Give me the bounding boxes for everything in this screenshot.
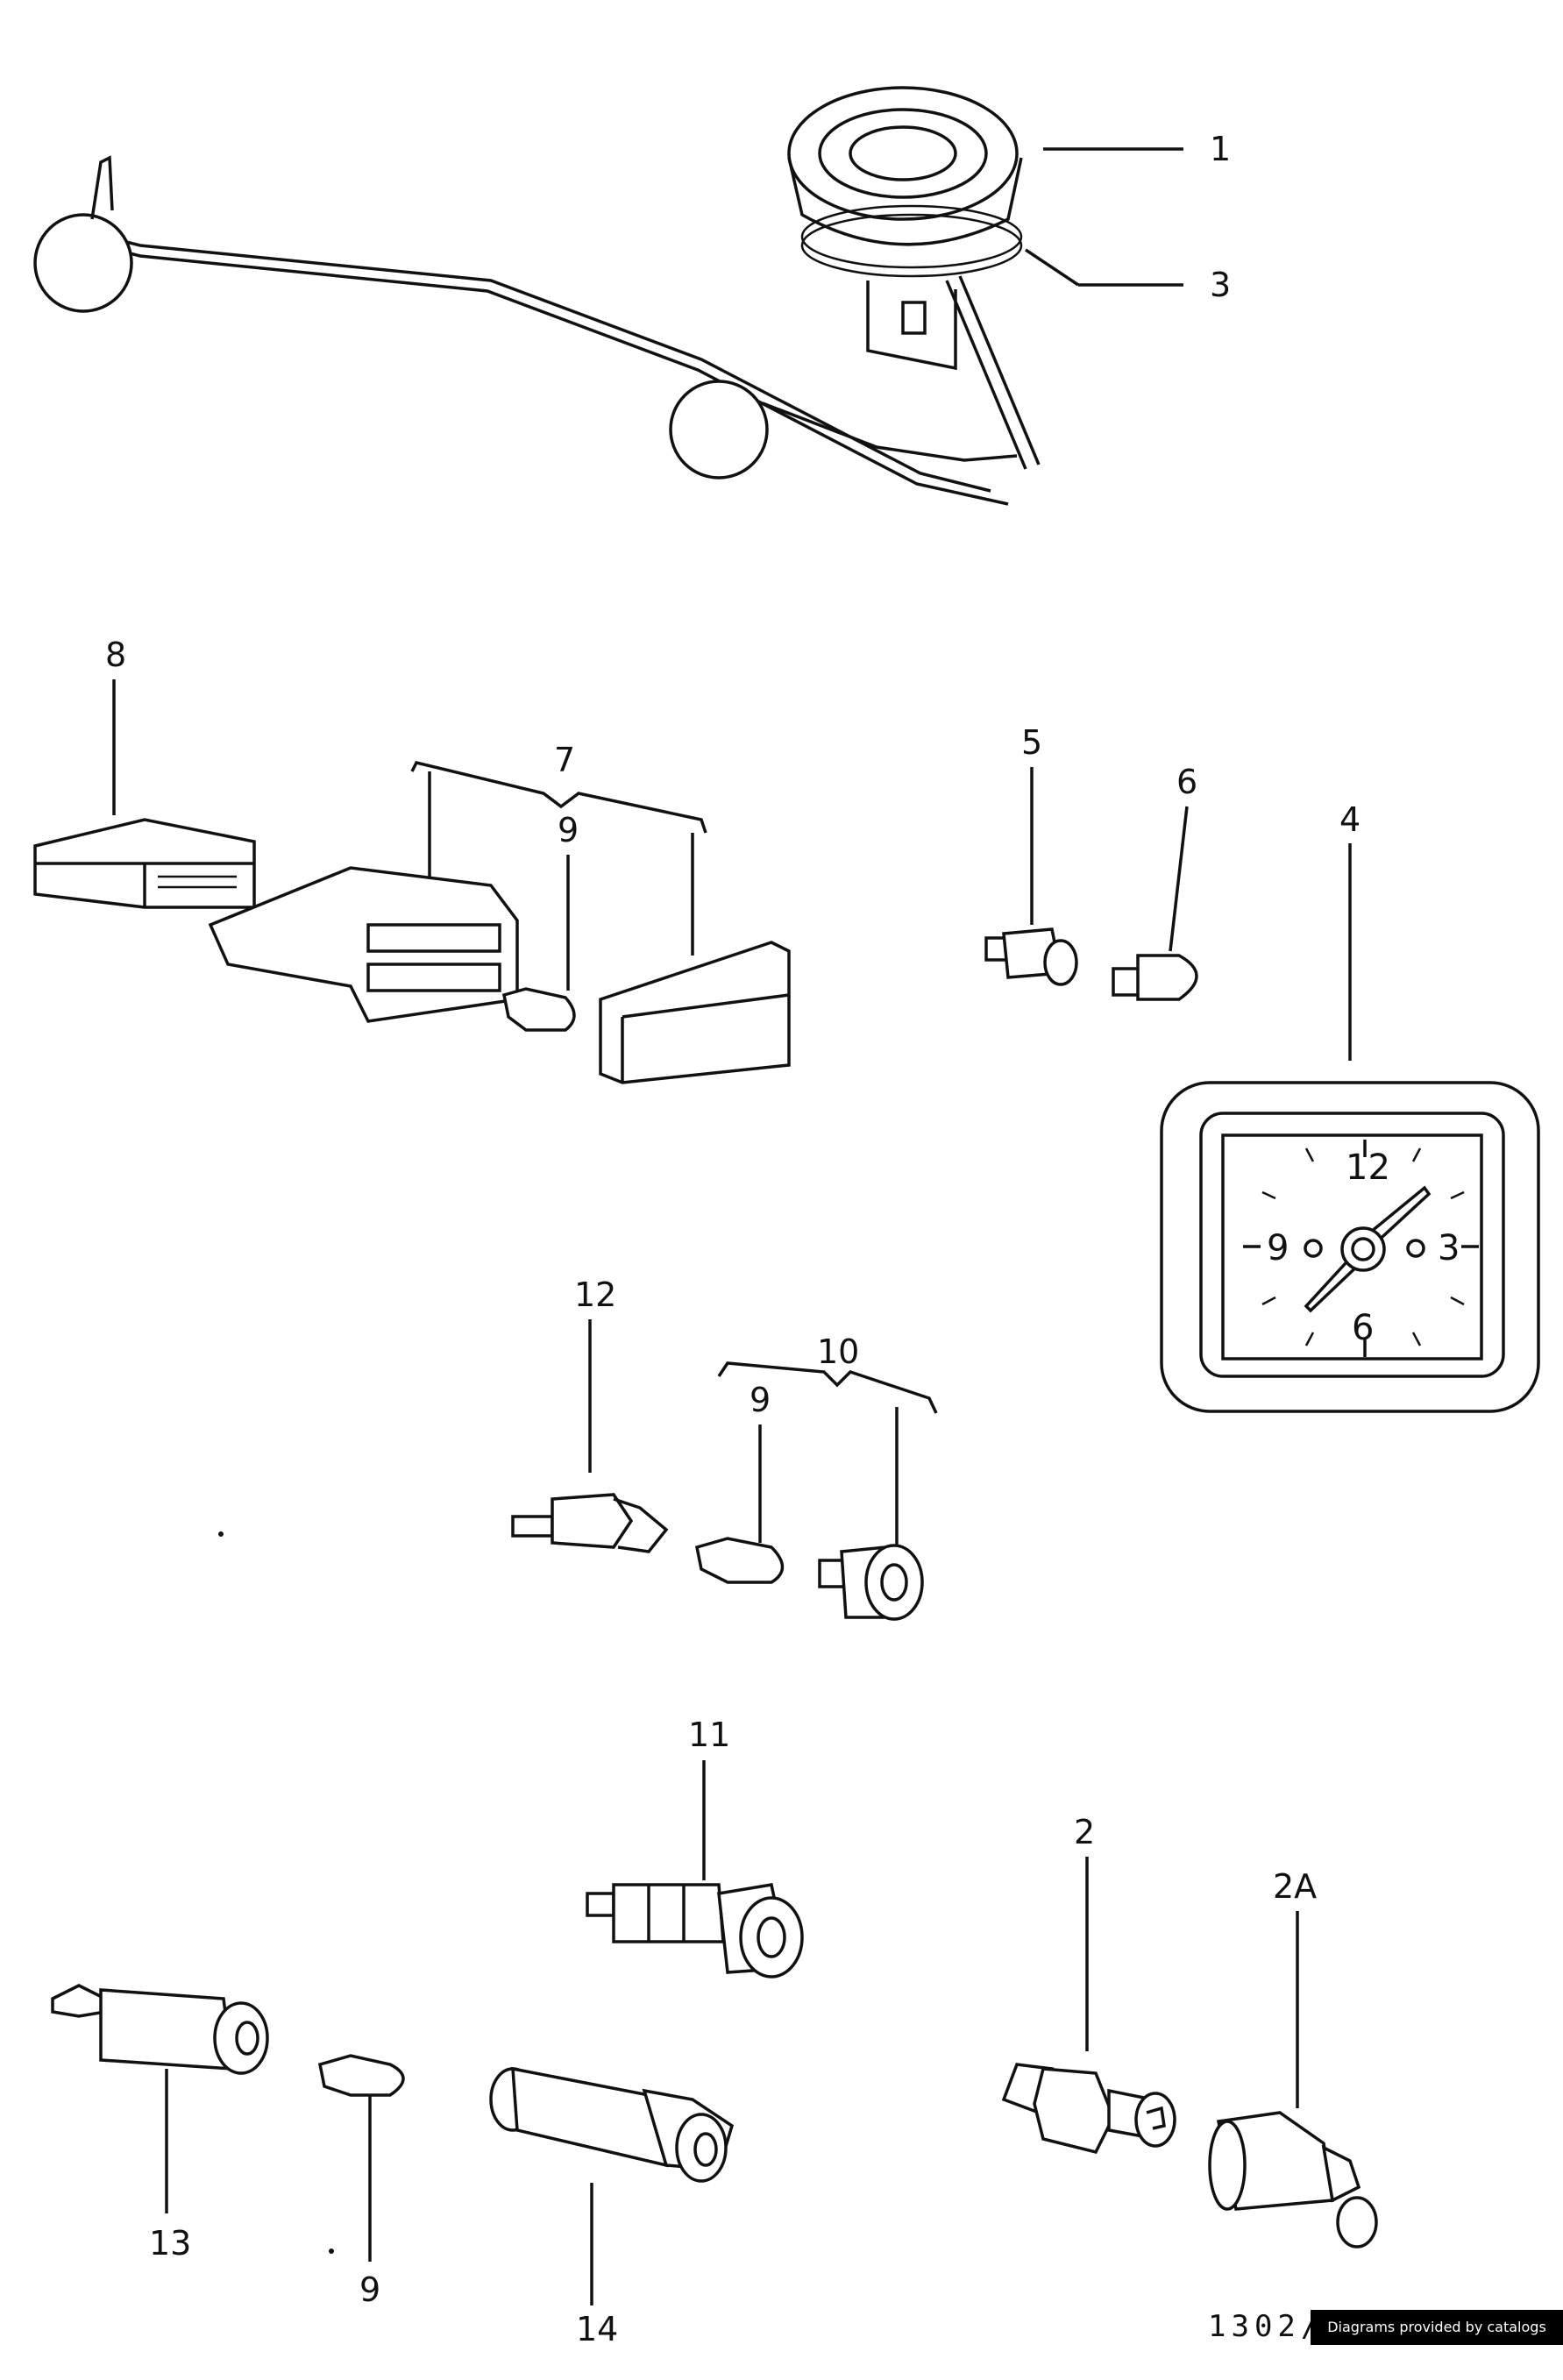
label-6: 6	[1176, 763, 1197, 801]
bulb-holder-13-part	[51, 1984, 269, 2075]
clock-part: 12 3 6 9	[1160, 1081, 1540, 1413]
bulb-holder-5-part	[984, 927, 1078, 986]
label-10: 10	[817, 1332, 859, 1371]
label-9-b: 9	[750, 1381, 771, 1419]
switch-cap-part	[599, 941, 791, 1084]
sheet-number: 1302/	[1208, 2309, 1324, 2344]
terminal-boot-part	[1208, 2111, 1378, 2249]
switch-housing-part	[208, 866, 519, 1023]
label-5: 5	[1021, 723, 1042, 762]
bulb-9-a-part	[501, 987, 576, 1032]
clock-numeral-6: 6	[1352, 1308, 1374, 1348]
bulb-6-part	[1112, 954, 1198, 1001]
bulb-9-c-part	[317, 2054, 405, 2097]
label-9-c: 9	[359, 2270, 380, 2309]
label-11: 11	[688, 1716, 730, 1754]
bulb-9-b-part	[694, 1537, 785, 1584]
bulb-holder-11-part	[586, 1882, 804, 1979]
bulb-holder-14-part	[489, 2066, 735, 2183]
switch-blank-part	[33, 818, 256, 909]
bulb-holder-10-part	[818, 1544, 924, 1621]
label-3: 3	[1210, 266, 1231, 304]
clock-numeral-9: 9	[1267, 1228, 1289, 1268]
label-9-a: 9	[558, 811, 579, 849]
label-7: 7	[554, 741, 575, 779]
credit-banner: Diagrams provided by catalogs parts	[1311, 2310, 1563, 2370]
label-4: 4	[1339, 800, 1361, 839]
label-12: 12	[574, 1275, 616, 1314]
label-8: 8	[105, 636, 126, 674]
label-2: 2	[1074, 1813, 1095, 1851]
label-2A: 2A	[1273, 1867, 1317, 1906]
label-13: 13	[149, 2224, 191, 2263]
fuel-sender-part	[33, 86, 1041, 506]
clock-numeral-12: 12	[1346, 1147, 1390, 1188]
label-1: 1	[1210, 130, 1231, 168]
oil-pressure-switch-part	[1001, 2063, 1176, 2155]
clock-numeral-3: 3	[1438, 1228, 1460, 1268]
bulb-holder-12-part	[511, 1493, 669, 1553]
label-14: 14	[576, 2310, 618, 2345]
